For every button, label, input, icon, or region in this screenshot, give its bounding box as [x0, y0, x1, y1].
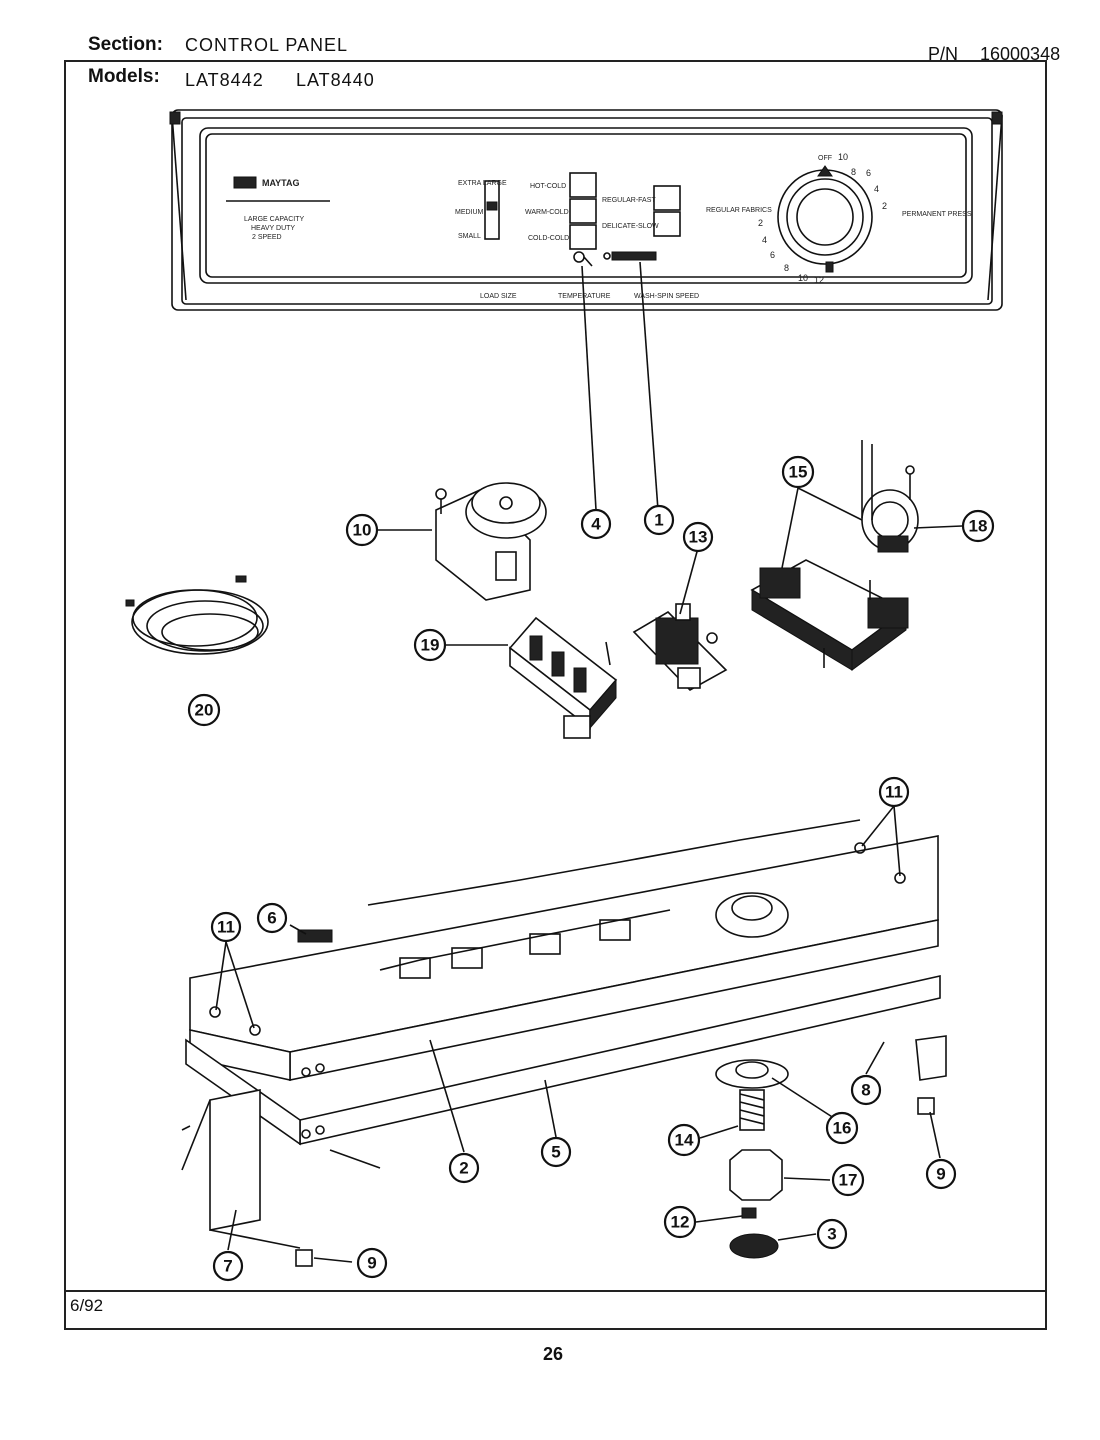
temperature-option: HOT-COLD [530, 183, 566, 190]
callout: 20 [187, 693, 221, 727]
brand-logo: MAYTAG [226, 176, 330, 202]
callout: 12 [663, 1205, 697, 1239]
callout: 8 [850, 1074, 882, 1106]
callout: 7 [212, 1250, 244, 1282]
load-size-option: MEDIUM [455, 209, 484, 216]
callout-number: 7 [223, 1257, 232, 1276]
clip-part [573, 251, 593, 267]
panel-description-line: LARGE CAPACITY [244, 216, 304, 223]
callout: 1 [643, 504, 675, 536]
callout-number: 3 [827, 1225, 836, 1244]
dial-number: 6 [866, 168, 871, 178]
revision-date: 6/92 [70, 1296, 104, 1315]
section-value: CONTROL PANEL [185, 35, 349, 55]
callout: 17 [831, 1163, 865, 1197]
temperature-option: COLD-COLD [528, 235, 569, 242]
callout: 5 [540, 1136, 572, 1168]
callout-number: 4 [591, 515, 601, 534]
callout-number: 2 [459, 1159, 468, 1178]
diagram-frame [64, 60, 1047, 1330]
dial-number: 6 [770, 250, 775, 260]
footer-rule [64, 1290, 1047, 1292]
model-number: LAT8442 [185, 70, 264, 90]
wash-spin-speed-buttons [653, 185, 681, 237]
wire-harness-part [125, 575, 269, 655]
console-frame-part [181, 819, 947, 1267]
part-number-value: 16000348 [980, 44, 1061, 64]
callout-number: 5 [551, 1143, 560, 1162]
callout: 11 [878, 776, 910, 808]
callout-number: 17 [839, 1171, 858, 1190]
page-number: 26 [543, 1344, 564, 1364]
callout-number: 8 [861, 1081, 870, 1100]
leader-lines [215, 261, 963, 1263]
callout: 18 [961, 509, 995, 543]
callout-number: 16 [833, 1119, 852, 1138]
panel-bottom-label: WASH-SPIN SPEED [634, 293, 699, 300]
part-number-label: P/N [928, 44, 959, 64]
callout-number: 14 [675, 1131, 694, 1150]
model-number: LAT8440 [296, 70, 375, 90]
agitator-cam-assembly-part [715, 1059, 789, 1259]
pressure-switch-part [632, 603, 728, 691]
dial-left-label: REGULAR FABRICS [706, 207, 772, 214]
temperature-buttons [569, 172, 597, 250]
section-label: Section: [88, 34, 163, 55]
callout-number: 19 [421, 636, 440, 655]
callout: 6 [256, 902, 288, 934]
dial-number: 8 [851, 167, 856, 177]
callout: 2 [448, 1152, 480, 1184]
dial-number: 4 [762, 235, 767, 245]
dial-number: 8 [784, 263, 789, 273]
dial-number: 12 [814, 275, 824, 285]
callout-number: 11 [217, 918, 235, 937]
timer-dial [777, 165, 873, 273]
switch-block-part [508, 616, 618, 739]
callout: 11 [210, 911, 242, 943]
speed-option: DELICATE-SLOW [602, 223, 659, 230]
callout-number: 6 [267, 909, 276, 928]
panel-description-line: HEAVY DUTY [251, 225, 295, 232]
temperature-option: WARM-COLD [525, 209, 569, 216]
callout-number: 12 [671, 1213, 690, 1232]
brand-name: MAYTAG [262, 178, 300, 188]
callout-number: 9 [936, 1165, 945, 1184]
callout: 14 [667, 1123, 701, 1157]
callout-number: 13 [689, 528, 708, 547]
dial-number: 2 [882, 201, 887, 211]
load-size-selector [484, 180, 500, 240]
callout-number: 10 [353, 521, 372, 540]
callout-number: 20 [195, 701, 214, 720]
dial-number: 10 [798, 273, 808, 283]
callout: 16 [825, 1111, 859, 1145]
callout-number: 11 [885, 783, 903, 802]
dial-off-label: OFF [818, 155, 832, 162]
panel-bottom-label: LOAD SIZE [480, 293, 517, 300]
motor-assembly-part [435, 482, 547, 601]
callout: 4 [580, 508, 612, 540]
callout: 3 [816, 1218, 848, 1250]
dial-right-label: PERMANENT PRESS [902, 211, 972, 218]
callout-number: 9 [367, 1254, 376, 1273]
callout-number: 15 [789, 463, 808, 482]
callout: 15 [781, 455, 815, 489]
spring-part [603, 251, 657, 261]
callout: 13 [682, 521, 714, 553]
load-size-option: EXTRA LARGE [458, 180, 507, 187]
callout: 9 [925, 1158, 957, 1190]
callout: 19 [413, 628, 447, 662]
callout-number: 18 [969, 517, 988, 536]
models-label: Models: [88, 66, 160, 87]
callout: 9 [356, 1247, 388, 1279]
dial-number: 2 [758, 218, 763, 228]
callout: 10 [345, 513, 379, 547]
load-size-option: SMALL [458, 233, 481, 240]
dial-number: 4 [874, 184, 879, 194]
panel-description-line: 2 SPEED [252, 234, 282, 241]
dial-number: 10 [838, 152, 848, 162]
timer-assembly-part [750, 440, 919, 671]
callout-number: 1 [654, 511, 663, 530]
speed-option: REGULAR-FAST [602, 197, 656, 204]
